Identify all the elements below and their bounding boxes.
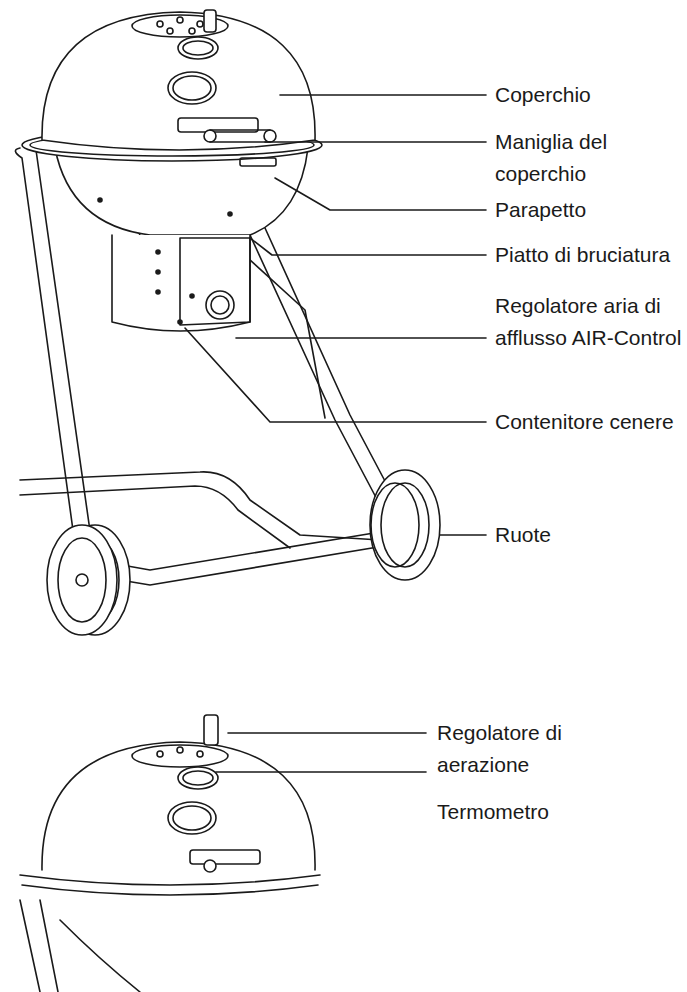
wheel (47, 470, 440, 635)
part-label: Piatto di bruciatura (495, 239, 683, 271)
frame (15, 148, 395, 585)
part-label: Regolatore di aerazione (437, 717, 625, 781)
part-label: Regolatore aria di afflusso AIR-Control (495, 290, 683, 354)
part-label: Maniglia del coperchio (495, 126, 683, 190)
part-label: Termometro (437, 796, 625, 828)
part-label: Parapetto (495, 194, 683, 226)
leader-line (185, 95, 486, 535)
detail-view (20, 715, 426, 992)
part-label: Ruote (495, 519, 683, 551)
part-label: Contenitore cenere (495, 406, 683, 438)
part-label: Coperchio (495, 79, 683, 111)
